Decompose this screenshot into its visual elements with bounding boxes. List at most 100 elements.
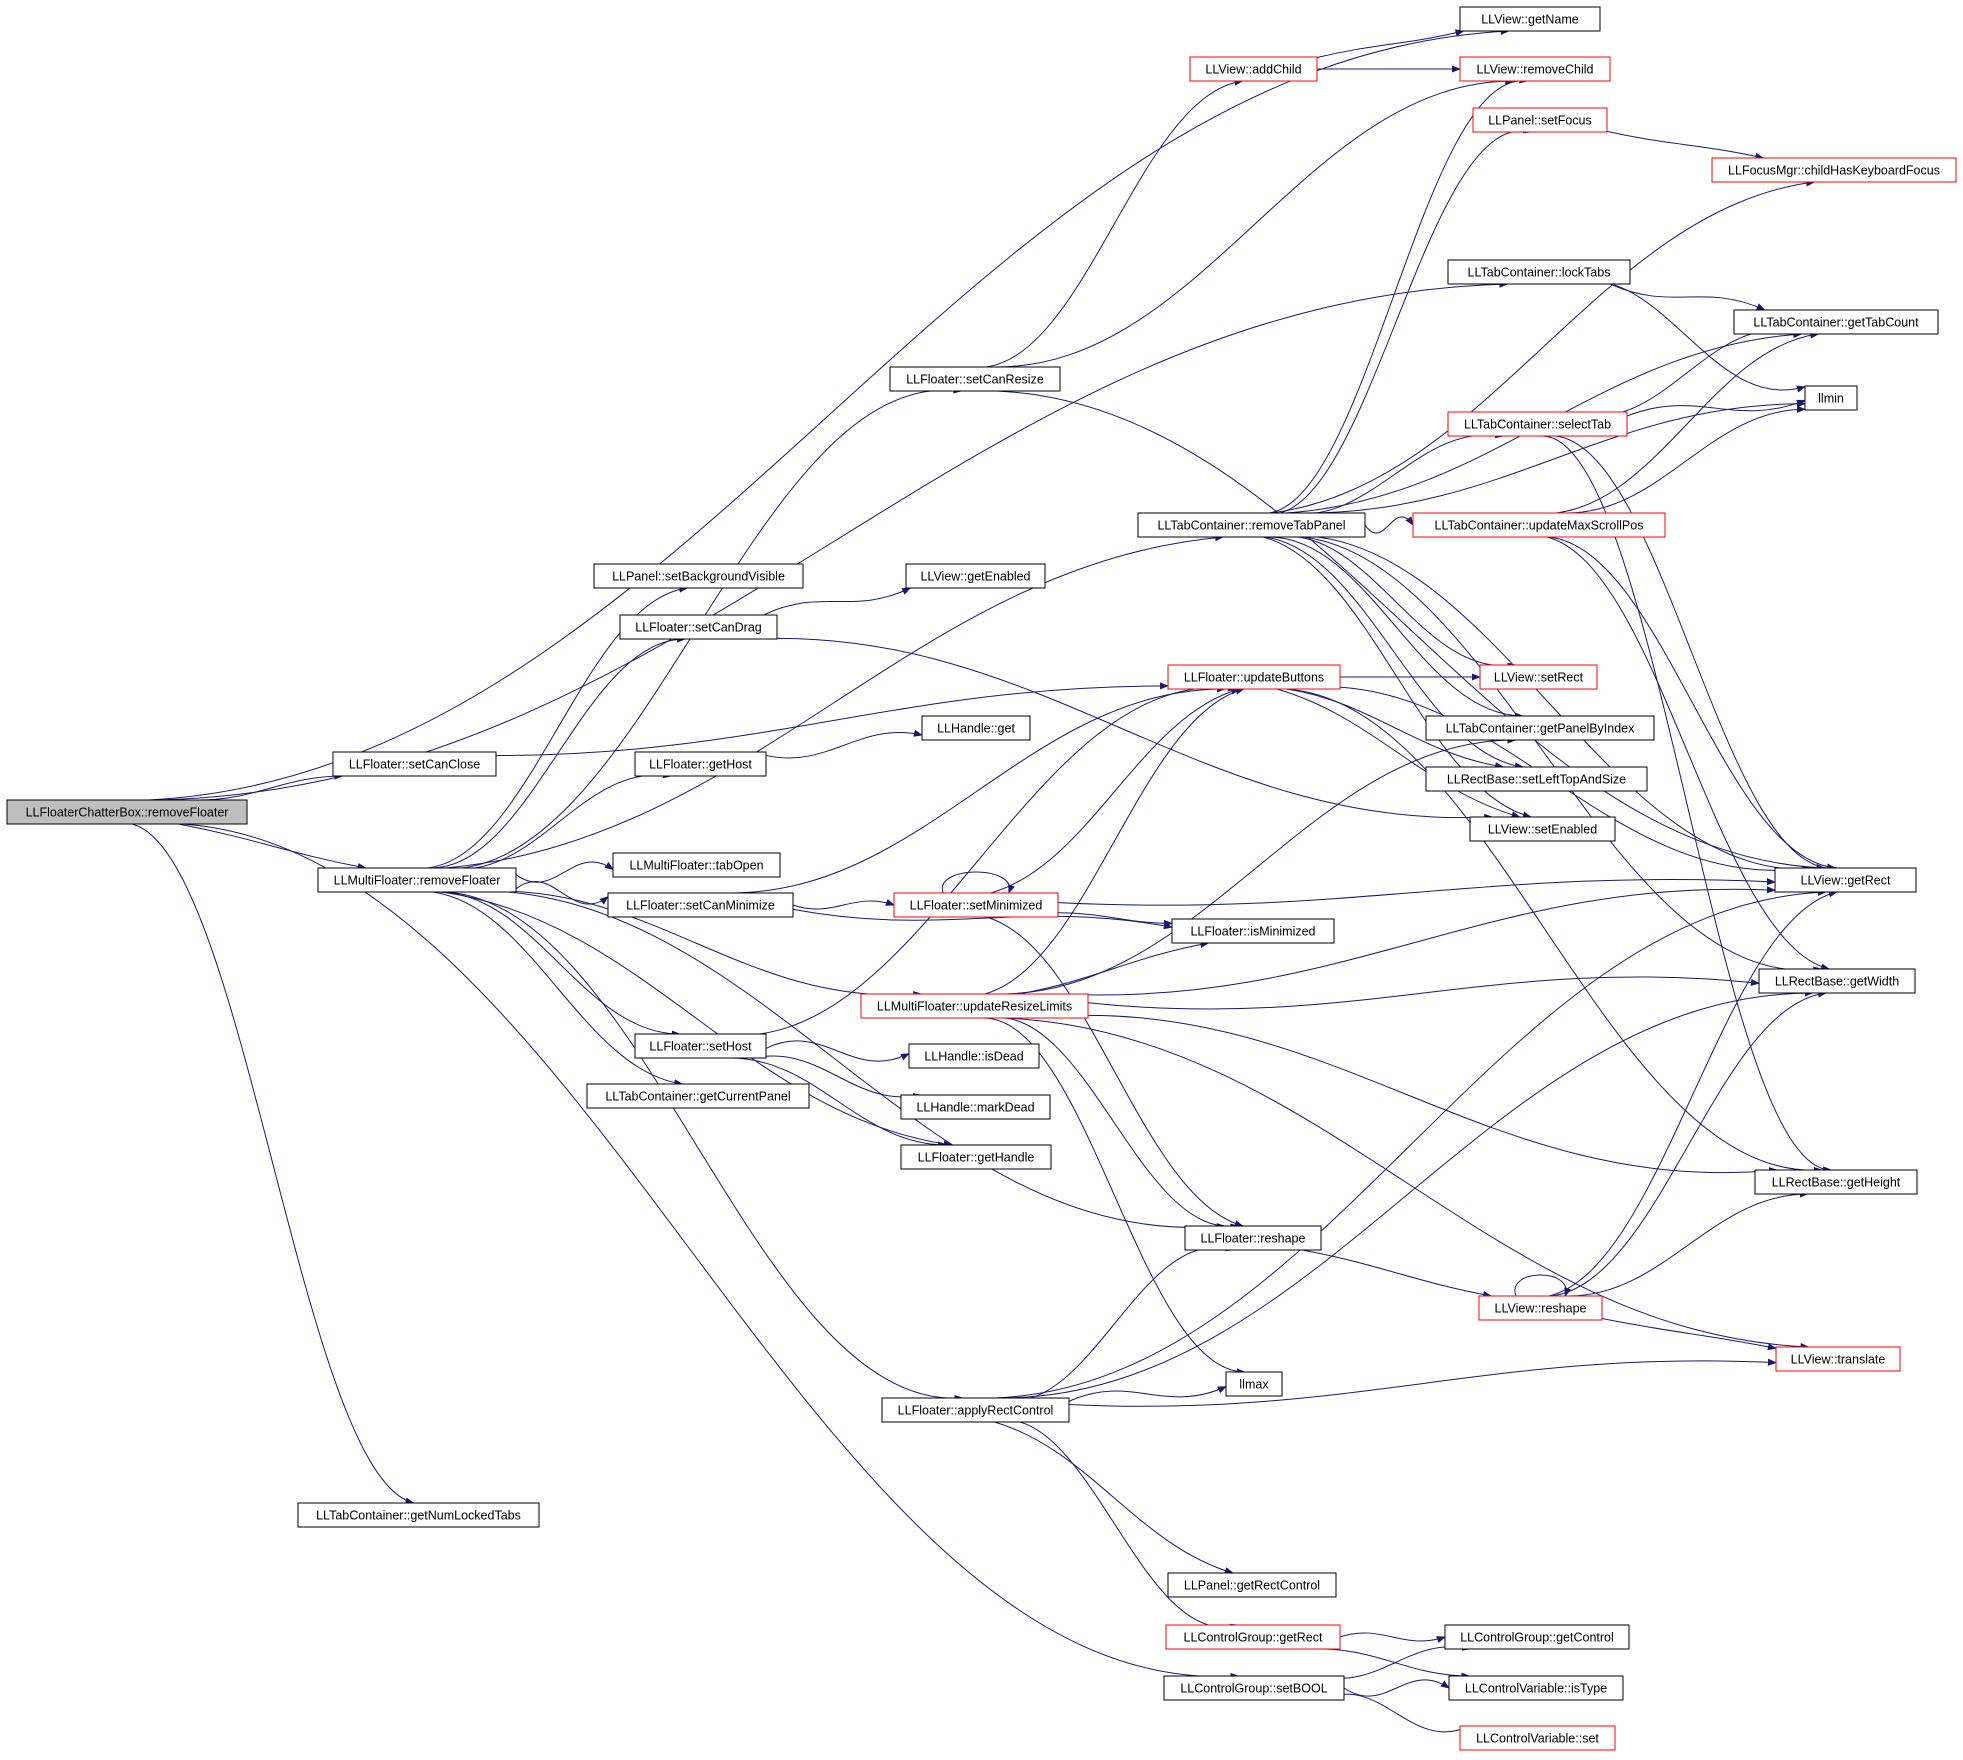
edge-selectTab-to-llmin (1626, 399, 1806, 417)
node-llmax[interactable]: llmax (1225, 1371, 1283, 1397)
node-root[interactable]: LLFloaterChatterBox::removeFloater (6, 799, 248, 825)
node-setMinimized[interactable]: LLFloater::setMinimized (893, 892, 1059, 918)
node-label: LLView::removeChild (1477, 63, 1594, 77)
node-updateResizeLimits[interactable]: LLMultiFloater::updateResizeLimits (860, 993, 1089, 1019)
edge-updateButtons-to-setEnabled (1276, 688, 1521, 819)
edge-multiRemoveFloater-to-getHandle (441, 891, 953, 1148)
edge-multiRemoveFloater-to-setCanMinimize (515, 881, 609, 905)
edge-updateMaxScrollPos-to-getViewRect (1549, 536, 1837, 871)
node-box (1165, 1624, 1341, 1650)
node-addChild[interactable]: LLView::addChild (1189, 56, 1318, 82)
node-getHost[interactable]: LLFloater::getHost (634, 751, 767, 777)
node-setLeftTopAndSize[interactable]: LLRectBase::setLeftTopAndSize (1425, 766, 1648, 792)
node-setEnabled[interactable]: LLView::setEnabled (1469, 816, 1616, 842)
node-llmin[interactable]: llmin (1804, 385, 1858, 411)
node-label: LLView::getEnabled (920, 570, 1030, 584)
node-setCanDrag[interactable]: LLFloater::setCanDrag (619, 614, 778, 640)
edge-selectTab-to-getViewRect (1545, 435, 1839, 873)
edge-multiRemoveFloater-to-setHost (437, 891, 681, 1038)
node-box (1472, 107, 1608, 133)
node-box (1171, 918, 1335, 944)
edge-updateMaxScrollPos-to-llmin (1566, 405, 1806, 514)
node-setCanMinimize[interactable]: LLFloater::setCanMinimize (607, 892, 794, 918)
edge-multiRemoveFloater-to-applyRectControl (429, 891, 964, 1403)
node-setBOOL[interactable]: LLControlGroup::setBOOL (1163, 1675, 1345, 1701)
node-applyRectControl[interactable]: LLFloater::applyRectControl (881, 1397, 1070, 1423)
node-label: LLTabContainer::lockTabs (1468, 266, 1611, 280)
node-isMinimized[interactable]: LLFloater::isMinimized (1171, 918, 1335, 944)
node-box (1163, 1675, 1345, 1701)
edge-updateResizeLimits-to-getWidth (1087, 976, 1760, 1010)
edge-floaterReshape-to-viewReshape (1302, 1249, 1493, 1299)
edge-root-to-multiRemoveFloater (178, 823, 367, 871)
node-label: LLTabContainer::getCurrentPanel (605, 1090, 790, 1104)
node-box (297, 1502, 540, 1528)
node-box (1425, 715, 1655, 741)
node-setCanClose[interactable]: LLFloater::setCanClose (332, 751, 497, 777)
node-setHost[interactable]: LLFloater::setHost (634, 1033, 767, 1059)
node-setCanResize[interactable]: LLFloater::setCanResize (889, 366, 1061, 392)
node-getName[interactable]: LLView::getName (1459, 6, 1601, 32)
node-multiRemoveFloater[interactable]: LLMultiFloater::removeFloater (317, 867, 517, 893)
node-label: LLControlVariable::set (1476, 1732, 1599, 1746)
node-translate[interactable]: LLView::translate (1775, 1346, 1901, 1372)
node-removeChild[interactable]: LLView::removeChild (1459, 56, 1611, 82)
node-getRectControl[interactable]: LLPanel::getRectControl (1167, 1572, 1337, 1598)
node-box (900, 1144, 1052, 1170)
node-getEnabled[interactable]: LLView::getEnabled (905, 563, 1046, 589)
edge-updateMaxScrollPos-to-getTabCount (1556, 331, 1820, 514)
node-box (593, 563, 804, 589)
node-box (1444, 1624, 1630, 1650)
node-floaterReshape[interactable]: LLFloater::reshape (1184, 1225, 1322, 1251)
node-getCurrentPanel[interactable]: LLTabContainer::getCurrentPanel (586, 1083, 810, 1109)
node-box (921, 715, 1031, 741)
node-box (332, 751, 497, 777)
node-box (1189, 56, 1318, 82)
edge-updateResizeLimits-to-translate (1003, 1017, 1810, 1351)
node-cvSet[interactable]: LLControlVariable::set (1459, 1725, 1616, 1751)
node-setRect[interactable]: LLView::setRect (1479, 664, 1598, 690)
node-label: LLMultiFloater::updateResizeLimits (877, 1000, 1072, 1014)
node-tabOpen[interactable]: LLMultiFloater::tabOpen (612, 852, 781, 878)
node-getPanelByIndex[interactable]: LLTabContainer::getPanelByIndex (1425, 715, 1655, 741)
node-label: LLRectBase::getWidth (1775, 975, 1899, 989)
edge-applyRectControl-to-floaterReshape (994, 1244, 1235, 1401)
node-viewReshape[interactable]: LLView::reshape (1478, 1295, 1603, 1321)
node-setBackgroundVisible[interactable]: LLPanel::setBackgroundVisible (593, 563, 804, 589)
node-isDead[interactable]: LLHandle::isDead (908, 1043, 1040, 1069)
node-getViewRect[interactable]: LLView::getRect (1774, 867, 1917, 893)
edge-removeTabPanel-to-childHasKeyboardFocus (1271, 179, 1816, 514)
node-getControl[interactable]: LLControlGroup::getControl (1444, 1624, 1630, 1650)
node-getHandle[interactable]: LLFloater::getHandle (900, 1144, 1052, 1170)
node-selectTab[interactable]: LLTabContainer::selectTab (1447, 411, 1628, 437)
node-getWidth[interactable]: LLRectBase::getWidth (1758, 968, 1916, 994)
node-childHasKeyboardFocus[interactable]: LLFocusMgr::childHasKeyboardFocus (1711, 157, 1957, 183)
node-handleGet[interactable]: LLHandle::get (921, 715, 1031, 741)
node-lockTabs[interactable]: LLTabContainer::lockTabs (1447, 259, 1631, 285)
node-label: LLTabContainer::removeTabPanel (1157, 519, 1345, 533)
node-label: LLFloaterChatterBox::removeFloater (26, 806, 229, 820)
edge-applyRectControl-to-getViewRect (995, 888, 1827, 1399)
edge-setCanClose-to-updateButtons (495, 682, 1169, 757)
node-updateMaxScrollPos[interactable]: LLTabContainer::updateMaxScrollPos (1412, 512, 1666, 538)
node-removeTabPanel[interactable]: LLTabContainer::removeTabPanel (1137, 512, 1366, 538)
node-updateButtons[interactable]: LLFloater::updateButtons (1167, 664, 1341, 690)
node-box (1459, 1725, 1616, 1751)
node-cgGetRect[interactable]: LLControlGroup::getRect (1165, 1624, 1341, 1650)
node-markDead[interactable]: LLHandle::markDead (900, 1094, 1051, 1120)
edge-selectTab-to-getTabCount (1572, 328, 1802, 417)
node-getNumLockedTabs[interactable]: LLTabContainer::getNumLockedTabs (297, 1502, 540, 1528)
node-label: LLRectBase::setLeftTopAndSize (1447, 773, 1626, 787)
node-getTabCount[interactable]: LLTabContainer::getTabCount (1733, 309, 1939, 335)
node-getHeight[interactable]: LLRectBase::getHeight (1754, 1169, 1918, 1195)
node-label: LLRectBase::getHeight (1772, 1176, 1901, 1190)
node-isType[interactable]: LLControlVariable::isType (1448, 1675, 1624, 1701)
node-setFocus[interactable]: LLPanel::setFocus (1472, 107, 1608, 133)
node-box (1184, 1225, 1322, 1251)
edge-setHost-to-markDead (754, 1055, 923, 1101)
node-box (905, 563, 1046, 589)
edge-updateResizeLimits-to-updateButtons (984, 687, 1245, 995)
node-label: LLTabContainer::updateMaxScrollPos (1435, 519, 1644, 533)
edge-updateResizeLimits-to-floaterReshape (988, 1017, 1240, 1231)
